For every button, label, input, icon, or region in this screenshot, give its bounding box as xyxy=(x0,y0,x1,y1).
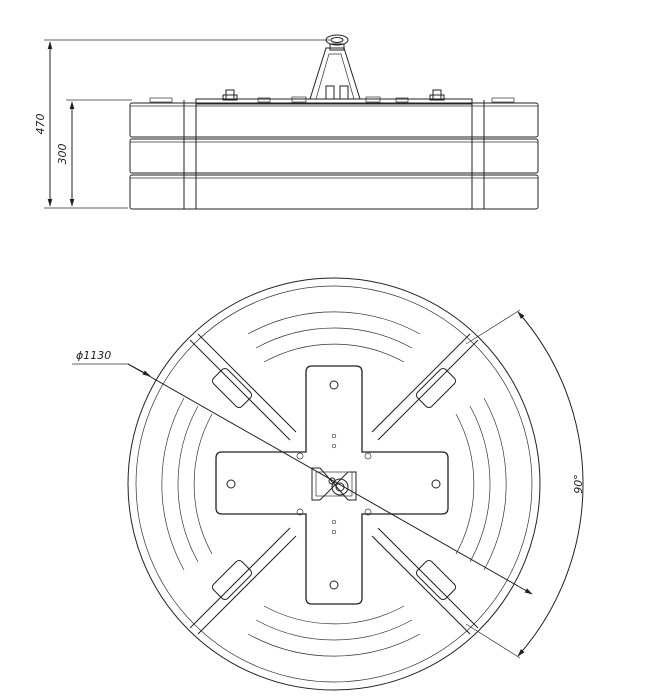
bolt-left xyxy=(222,89,238,101)
bolt-right xyxy=(429,89,445,101)
dimension-block-height: 300 xyxy=(56,99,132,207)
round-base-outline xyxy=(127,277,541,691)
dimension-470-label: 470 xyxy=(34,114,47,135)
angle-dimension: 90° xyxy=(465,309,585,659)
lifting-pockets xyxy=(211,367,457,601)
weight-plate-stack xyxy=(129,96,539,210)
lifting-bracket xyxy=(309,34,361,100)
quadrant-separators xyxy=(189,333,479,635)
top-view: ϕ1130 90° xyxy=(72,277,585,691)
dimension-total-height: 470 xyxy=(34,39,330,209)
side-view: 470 300 xyxy=(34,34,539,210)
dimension-300-label: 300 xyxy=(56,144,69,165)
diameter-label: ϕ1130 xyxy=(76,349,111,362)
diameter-dimension: ϕ1130 xyxy=(72,349,533,595)
slot-rings xyxy=(161,311,507,657)
angle-label: 90° xyxy=(572,474,585,494)
